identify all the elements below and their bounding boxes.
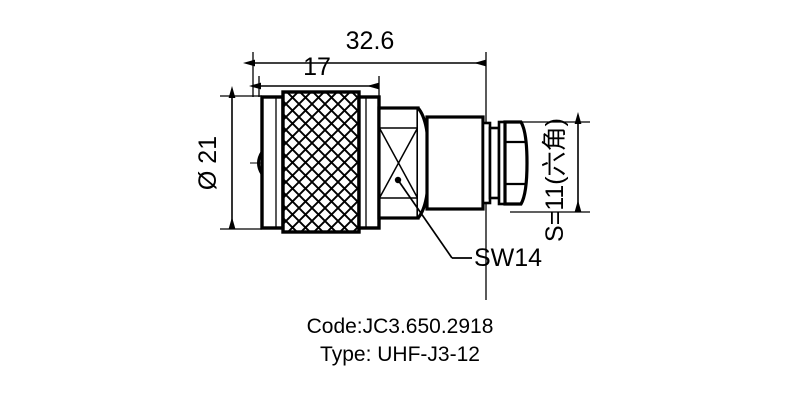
leader-sw14	[394, 176, 472, 259]
dimension-hex-across-flats-label: S=11(六角)	[541, 118, 569, 242]
dimension-knurl-length-label: 17	[303, 53, 331, 81]
dimension-body-diameter	[220, 86, 262, 230]
dimension-body-diameter-label: Ø 21	[194, 136, 222, 190]
knurled-nut	[281, 90, 361, 234]
part-type-label: Type: UHF-J3-12	[320, 343, 480, 366]
dimension-knurl-length	[249, 76, 380, 97]
part-code-label: Code:JC3.650.2918	[306, 315, 494, 338]
nut-shoulder	[357, 95, 381, 230]
rear-body	[425, 115, 485, 211]
collar-nib	[257, 151, 264, 175]
coupling-collar	[260, 95, 285, 230]
dimension-hex-across-flats	[510, 112, 590, 213]
groove-ring-2	[488, 126, 501, 200]
hex-flats-section	[377, 106, 431, 220]
dimension-overall-length-label: 32.6	[346, 27, 395, 55]
end-flange	[497, 120, 529, 206]
wrench-size-label: SW14	[474, 244, 542, 272]
connector-body	[257, 90, 529, 259]
